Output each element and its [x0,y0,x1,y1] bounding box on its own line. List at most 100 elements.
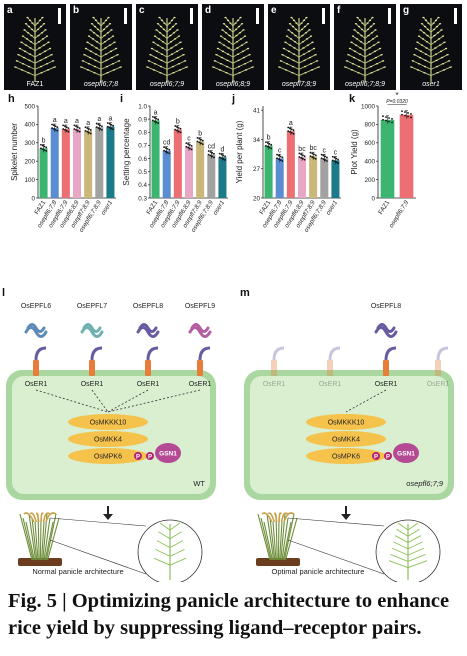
significance-letter: a [75,118,79,125]
receptor-label: OsER1 [263,381,286,388]
panicle-branch [34,66,56,77]
panicle-branch [278,66,300,77]
grain [87,35,91,37]
grain [152,69,156,71]
grain [357,65,361,68]
grain [444,47,448,50]
grain [105,59,108,62]
data-point [84,126,87,129]
significance-letter: bc [309,145,317,152]
data-point [279,155,282,158]
panicle-branch [166,47,184,58]
y-tick-label: 0.4 [138,182,147,189]
data-point [168,148,171,151]
grain [114,47,118,50]
y-tick-label: 200 [364,177,375,184]
grain [368,47,371,49]
receptor-ectodomain [384,346,397,361]
grain [414,47,418,50]
panicle-branch [34,16,44,27]
data-point [410,116,412,119]
grain [294,34,297,37]
grain [168,28,172,31]
data-point [101,128,103,131]
panicle-branch [150,47,168,58]
panicle-branch [157,22,168,33]
grain [238,72,241,74]
data-point [54,128,57,131]
data-point [179,131,182,134]
panicle-branch [215,53,234,64]
grain [103,41,107,43]
data-point [309,155,312,158]
data-point [106,125,109,128]
scale-bar [322,8,325,24]
grain [45,63,49,65]
grain [169,41,173,43]
rice-leaf [257,513,271,561]
panicle-branch [89,29,102,39]
panicle-branch [21,35,36,45]
data-point [155,117,158,120]
data-point [326,156,328,159]
receptor-group: OsER1 [319,346,341,388]
ligand-OsEPFL7 [80,323,104,338]
data-point [75,129,78,131]
grain [163,22,166,24]
receptor-group: OsER1 [81,346,103,388]
panicle-branch [298,59,319,70]
grain [353,50,357,53]
panicle-branch [430,16,440,27]
panicle-branch [430,53,449,64]
zoom-branch [153,557,171,566]
grain [42,23,46,25]
rice-leaf [266,513,275,561]
data-point [311,156,314,158]
data-point [279,159,282,161]
y-axis-label: Setting percentage [122,118,131,186]
receptor-tm [327,360,333,376]
grain [351,63,355,65]
grain [234,22,237,24]
genotype-label: osepfl7;8;9 [281,81,317,88]
significance-letter: b [267,135,271,142]
data-point [292,129,295,132]
grain [354,23,358,25]
grain [174,44,178,46]
data-point [176,129,178,132]
zoom-branch [407,522,419,531]
grain [235,41,239,43]
panicle-branch [219,35,234,45]
grain [94,53,98,55]
y-tick-label: 200 [24,159,35,166]
grain [89,50,93,53]
grain [354,44,358,46]
genotype-label: FAZ1 [26,81,44,88]
grain [367,34,370,37]
grain [291,72,294,74]
data-point [277,154,280,157]
grain [153,35,157,37]
panicle-branch [100,41,116,52]
zoom-branch [407,528,420,537]
data-point [110,123,113,126]
grain [171,65,175,68]
zoom-branch [394,535,409,543]
data-point [314,157,317,160]
significance-letter: cd [208,144,216,151]
genotype-label: osepfl6;7;9 [406,479,444,488]
data-point [157,118,160,121]
bar [320,158,329,198]
grain [308,29,311,31]
grain [23,50,27,53]
panicle-branch [91,22,102,33]
grain [47,41,50,44]
zoom-branch [169,540,184,548]
grain [422,32,426,34]
significance-star: * [395,92,398,100]
grain [423,25,427,28]
panicle-branch [92,16,102,27]
grain [369,25,373,28]
